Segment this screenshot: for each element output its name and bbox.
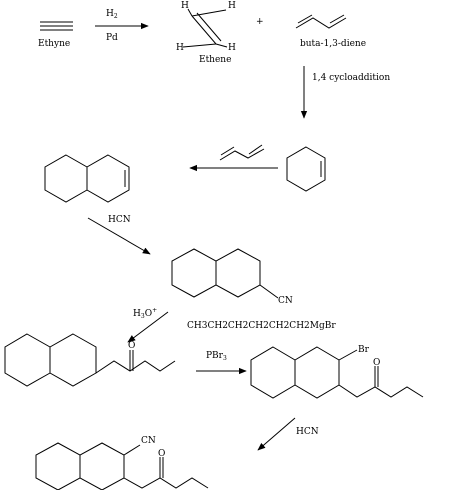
- octahydronaphthalene-structure: [44, 154, 130, 203]
- ketone-oxygen-label: O: [373, 358, 380, 368]
- hcn-label-2: HCN: [296, 427, 319, 437]
- pd-catalyst-label: Pd: [106, 33, 118, 43]
- ethene-h-atom: H: [176, 43, 184, 53]
- nitrile-group-label: CN: [278, 296, 293, 306]
- plus-sign: +: [256, 17, 264, 27]
- grignard-reagent-label: CH3CH2CH2CH2CH2CH2MgBr: [187, 321, 336, 331]
- bromo-decalin-ketone-structure: [250, 346, 424, 399]
- cycloaddition-label: 1,4 cycloaddition: [312, 73, 390, 83]
- ethene-structure: [182, 8, 228, 48]
- decalin-ketone-structure: [4, 333, 176, 387]
- ethyne-label: Ethyne: [38, 39, 70, 49]
- ethene-label: Ethene: [199, 55, 231, 65]
- ketone-oxygen-label: O: [128, 341, 135, 351]
- cyclohexene-structure: [286, 146, 326, 192]
- pbr3-label: PBr3: [206, 351, 227, 362]
- ketone-oxygen-label: O: [158, 449, 165, 459]
- ethyne-structure: [40, 21, 73, 31]
- h2-reagent-label: H2: [106, 9, 118, 20]
- grignard-arrow: [127, 311, 169, 343]
- decalin-nitrile-structure: [171, 248, 279, 299]
- butadiene-structure: [295, 14, 347, 29]
- hydronium-label: H3O+: [133, 307, 157, 320]
- nitrile-group-label: CN: [141, 436, 156, 446]
- bromine-label: Br: [358, 345, 370, 355]
- butadiene-label: buta-1,3-diene: [300, 39, 366, 49]
- cyano-decalin-ketone-structure: [35, 442, 209, 490]
- ethene-h-atom: H: [228, 43, 236, 53]
- hcn-arrow-2: [257, 417, 296, 451]
- ethene-h-atom: H: [228, 1, 236, 11]
- hcn-label-1: HCN: [108, 215, 131, 225]
- hcn-arrow-1: [87, 217, 151, 255]
- butadiene-reagent-structure: [219, 144, 265, 161]
- ethene-h-atom: H: [181, 1, 189, 11]
